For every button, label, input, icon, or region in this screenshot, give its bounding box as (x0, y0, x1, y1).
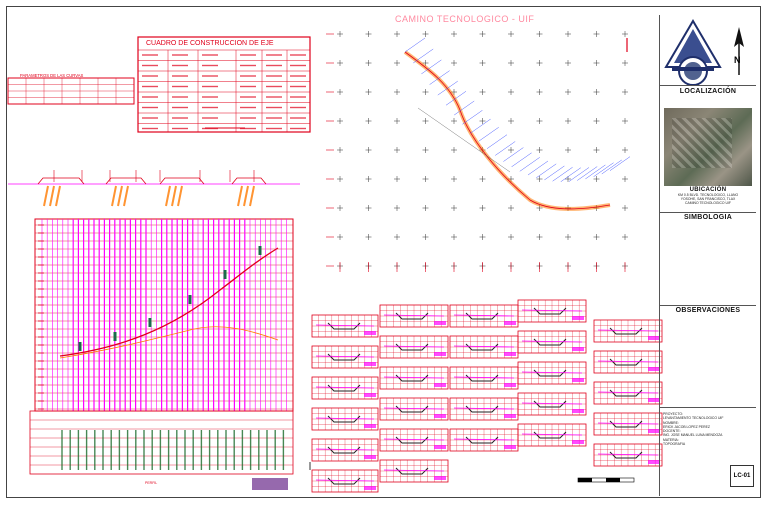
info-line: ERICK JACOB LOPEZ PEREZ (663, 424, 710, 429)
observations-heading: OBSERVACIONES (675, 307, 741, 314)
road-alignment (403, 50, 611, 211)
address-line-2: YOSOHE, SAN FRANCISCO, TLAX (680, 197, 736, 202)
site-caption-section: UBICACIÓN KM 0.5 BLVD. TECNOLOGICO, LLAN… (660, 187, 756, 209)
info-line: NOMBRE: (663, 420, 679, 425)
info-line: PROYECTO: (663, 412, 683, 416)
construction-table-title: CUADRO DE CONSTRUCCION DE EJE (146, 40, 274, 47)
construction-table (137, 36, 311, 133)
info-line: ING. JOSE MANUEL LUNA MENDOZA (663, 433, 723, 438)
svg-text:N: N (734, 55, 741, 65)
location-section: LOCALIZACIÓN (660, 85, 756, 105)
profile-caption: PERFIL (145, 481, 157, 485)
project-info: PROYECTO: LEVANTAMIENTO TECNOLOGICO UIF … (660, 412, 756, 446)
address-line-1: KM 0.5 BLVD. TECNOLOGICO, LLANO (677, 193, 739, 197)
symbology-heading: SIMBOLOGIA (683, 214, 733, 221)
info-line: MATERIA: (663, 437, 679, 442)
title-block: N LOCALIZACIÓN UBICACIÓN KM 0.5 BLVD. TE… (659, 15, 756, 496)
project-info-section: PROYECTO: LEVANTAMIENTO TECNOLOGICO UIF … (660, 407, 756, 496)
university-logo-icon (664, 19, 722, 86)
info-line: DOCENTE: (663, 429, 681, 434)
profile-grade-line (59, 247, 279, 357)
drawing-sheet (6, 6, 761, 498)
profile-data-band (29, 410, 294, 475)
site-caption: UBICACIÓN (689, 187, 727, 193)
observations-section: OBSERVACIONES (660, 305, 756, 407)
location-heading: LOCALIZACIÓN (679, 88, 737, 95)
symbology-section: SIMBOLOGIA (660, 212, 756, 304)
road-title: CAMINO TECNOLOGICO - UIF (395, 14, 535, 24)
info-line: LEVANTAMIENTO TECNOLOGICO UIF (663, 416, 724, 421)
curve-table-title: PARAMETROS DE LAS CURVAS (20, 73, 83, 78)
site-photo (664, 108, 752, 186)
sheet-number: LC-01 (730, 465, 754, 487)
north-arrow-icon: N (734, 27, 744, 75)
info-line: TOPOGRAFIA (663, 442, 686, 447)
address-line-3: CAMINO TECNOLOGICO UIF (685, 201, 731, 206)
